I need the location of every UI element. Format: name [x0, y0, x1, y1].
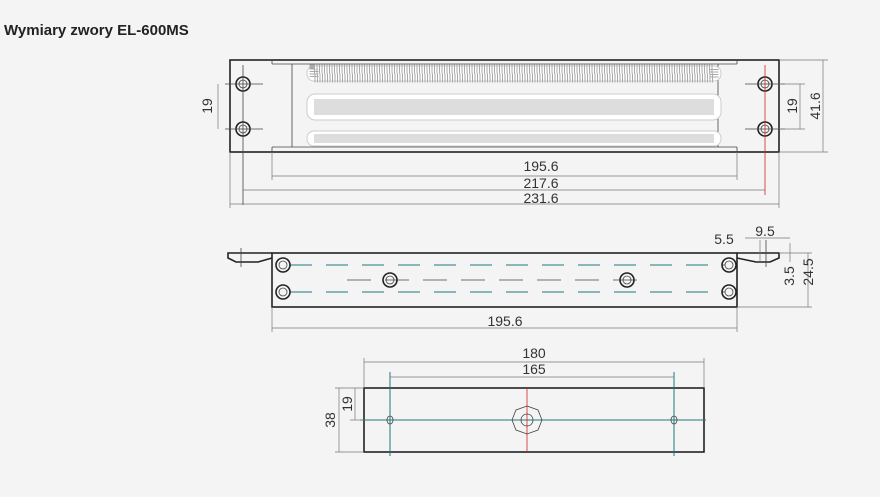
dim-180: 180	[522, 345, 546, 361]
hex-nut-icon	[511, 405, 543, 435]
dim-left-19: 19	[199, 98, 215, 114]
top-view: 195.6 217.6 231.6 19 19 41.6	[199, 59, 828, 208]
dim-9-5: 9.5	[755, 223, 775, 239]
page-title: Wymiary zwory EL-600MS	[4, 22, 189, 39]
dim-24-5: 24.5	[800, 258, 816, 285]
dim-217-6: 217.6	[523, 175, 558, 191]
screw-hole-icon	[275, 257, 737, 300]
screw-hole-icon	[225, 65, 785, 205]
dim-41-6: 41.6	[807, 92, 823, 119]
dim-38: 38	[322, 412, 338, 428]
side-view: 195.6 5.5 9.5 3.5 24.5	[227, 223, 816, 332]
dim-195-6: 195.6	[523, 158, 558, 174]
dim-side-195-6: 195.6	[487, 313, 522, 329]
dim-165: 165	[522, 361, 546, 377]
dim-right-19: 19	[784, 98, 800, 114]
bottom-view: 180 165 38 19	[322, 345, 706, 456]
dim-5-5: 5.5	[714, 231, 734, 247]
dashed-lines	[290, 264, 725, 293]
dim-231-6: 231.6	[523, 190, 558, 206]
dim-3-5: 3.5	[781, 266, 797, 286]
dim-19: 19	[339, 396, 355, 412]
